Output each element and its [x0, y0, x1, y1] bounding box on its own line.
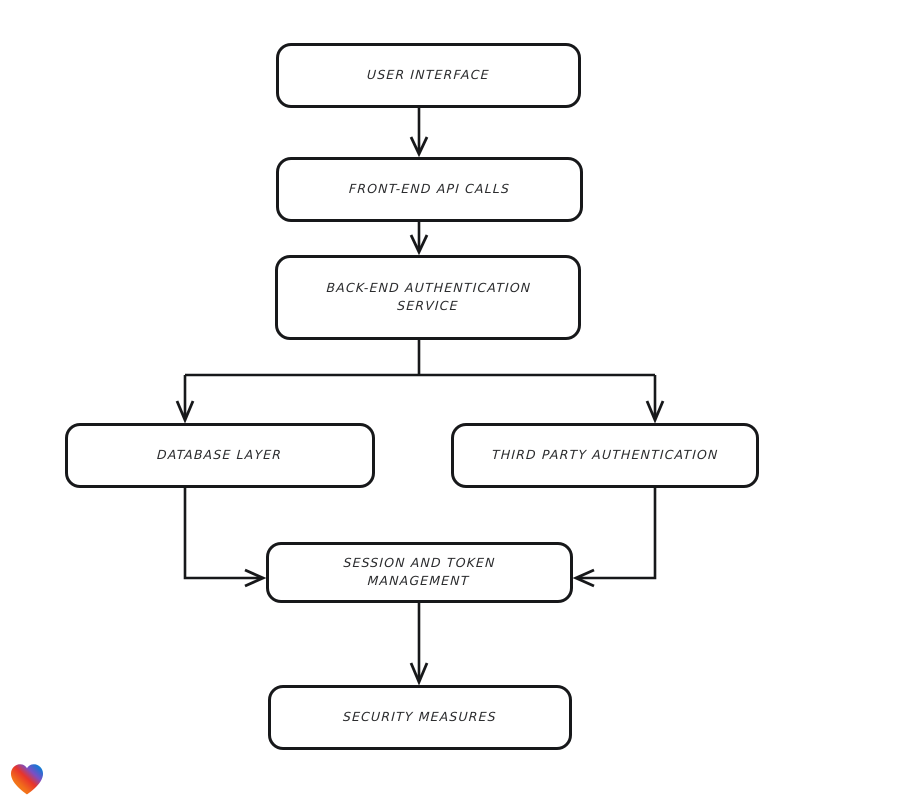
edge-thirdparty-to-session [572, 488, 657, 588]
node-database-layer[interactable]: Database Layer [65, 423, 375, 488]
node-label: Session and Token Management [343, 555, 497, 589]
edge-session-to-security [409, 603, 429, 686]
node-front-end-api-calls[interactable]: Front-End API Calls [276, 157, 583, 222]
node-label: Back-End Authentication Service [325, 280, 532, 314]
edge-ui-to-frontend [409, 108, 429, 158]
node-label: Front-End API Calls [348, 181, 511, 197]
node-label: Database Layer [157, 447, 283, 463]
node-third-party-authentication[interactable]: Third Party Authentication [451, 423, 759, 488]
edge-frontend-to-backend [409, 222, 429, 256]
node-user-interface[interactable]: User Interface [276, 43, 581, 108]
node-label: User Interface [366, 67, 491, 83]
node-session-and-token-management[interactable]: Session and Token Management [266, 542, 573, 603]
edge-backend-branch-bus [185, 340, 655, 377]
node-label: Security Measures [342, 709, 498, 725]
node-back-end-authentication-service[interactable]: Back-End Authentication Service [275, 255, 581, 340]
edge-backend-to-database [175, 375, 195, 424]
node-security-measures[interactable]: Security Measures [268, 685, 572, 750]
node-label: Third Party Authentication [491, 447, 719, 463]
edge-database-to-session [183, 488, 267, 588]
edge-backend-to-thirdparty [645, 375, 665, 424]
heart-icon [8, 760, 46, 798]
heart-icon-glyph [10, 764, 44, 795]
